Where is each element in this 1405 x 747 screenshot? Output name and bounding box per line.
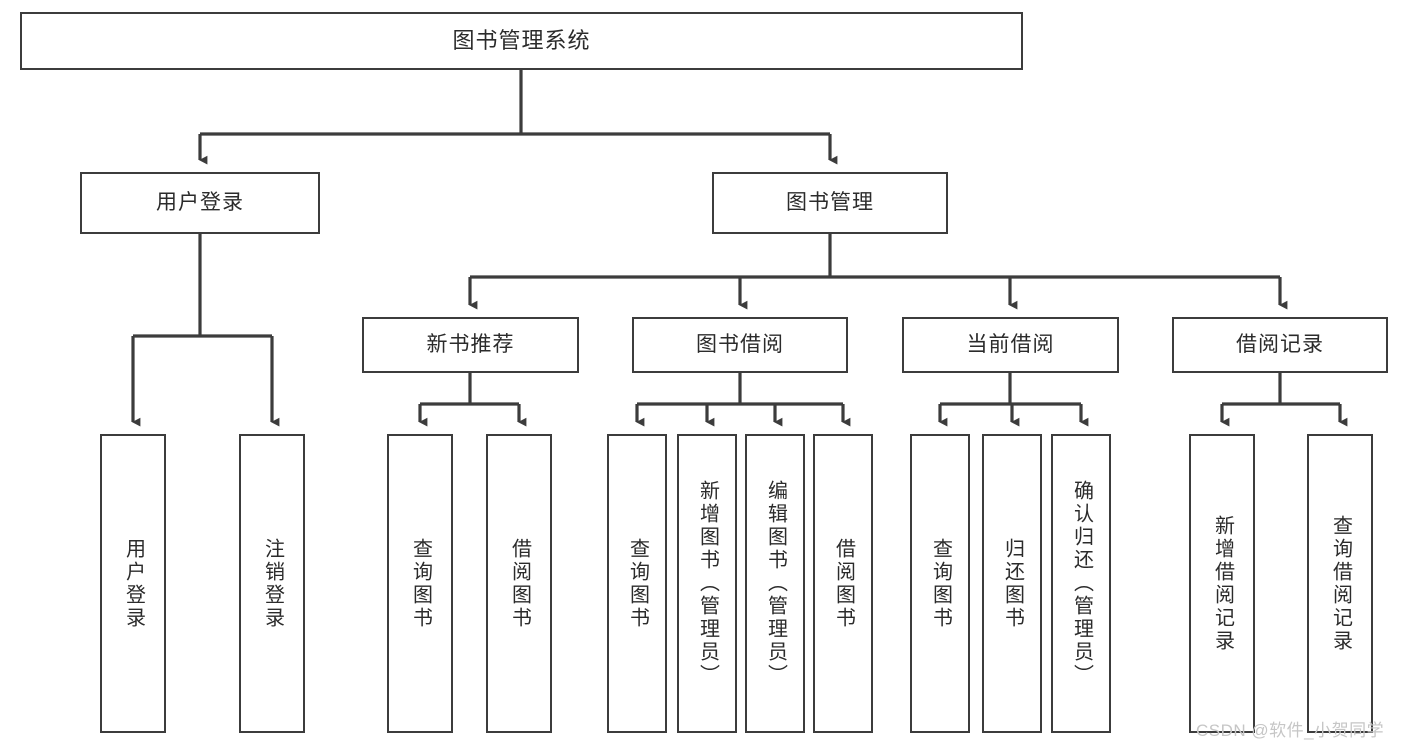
node-leaf-query-book-2[interactable]: 查询图书 — [607, 434, 667, 733]
node-leaf-return-book[interactable]: 归还图书 — [982, 434, 1042, 733]
node-leaf-user-login-label: 用户登录 — [122, 537, 145, 630]
node-new-book-recommend-label: 新书推荐 — [426, 332, 515, 356]
node-user-login[interactable]: 用户登录 — [80, 172, 320, 234]
node-root[interactable]: 图书管理系统 — [20, 12, 1023, 70]
node-leaf-add-book[interactable]: 新增图书（管理员） — [677, 434, 737, 733]
node-book-borrow[interactable]: 图书借阅 — [632, 317, 848, 373]
node-leaf-query-book-2-label: 查询图书 — [626, 537, 649, 630]
node-leaf-edit-book[interactable]: 编辑图书（管理员） — [745, 434, 805, 733]
node-leaf-user-logout[interactable]: 注销登录 — [239, 434, 305, 733]
node-leaf-add-record[interactable]: 新增借阅记录 — [1189, 434, 1255, 733]
node-borrow-record[interactable]: 借阅记录 — [1172, 317, 1388, 373]
node-leaf-add-record-label: 新增借阅记录 — [1211, 514, 1234, 653]
node-leaf-borrow-book-1-label: 借阅图书 — [508, 537, 531, 630]
node-current-borrow-label: 当前借阅 — [966, 332, 1055, 356]
node-leaf-return-book-label: 归还图书 — [1001, 537, 1024, 630]
node-new-book-recommend[interactable]: 新书推荐 — [362, 317, 579, 373]
node-book-borrow-label: 图书借阅 — [696, 332, 784, 356]
node-current-borrow[interactable]: 当前借阅 — [902, 317, 1119, 373]
node-root-label: 图书管理系统 — [452, 28, 591, 54]
node-leaf-borrow-book-1[interactable]: 借阅图书 — [486, 434, 552, 733]
node-leaf-query-book-3-label: 查询图书 — [929, 537, 952, 630]
node-book-manage-label: 图书管理 — [786, 190, 874, 214]
node-leaf-query-record[interactable]: 查询借阅记录 — [1307, 434, 1373, 733]
node-leaf-confirm-return[interactable]: 确认归还（管理员） — [1051, 434, 1111, 733]
node-user-login-label: 用户登录 — [156, 190, 244, 214]
node-leaf-query-record-label: 查询借阅记录 — [1329, 514, 1352, 653]
node-book-manage[interactable]: 图书管理 — [712, 172, 948, 234]
node-leaf-borrow-book-2[interactable]: 借阅图书 — [813, 434, 873, 733]
node-leaf-query-book-3[interactable]: 查询图书 — [910, 434, 970, 733]
node-leaf-add-book-label: 新增图书（管理员） — [696, 480, 719, 687]
node-leaf-edit-book-label: 编辑图书（管理员） — [764, 480, 787, 687]
node-leaf-borrow-book-2-label: 借阅图书 — [832, 537, 855, 630]
node-leaf-user-logout-label: 注销登录 — [261, 537, 284, 630]
node-leaf-confirm-return-label: 确认归还（管理员） — [1070, 480, 1093, 687]
node-leaf-query-book-1[interactable]: 查询图书 — [387, 434, 453, 733]
node-leaf-user-login[interactable]: 用户登录 — [100, 434, 166, 733]
node-borrow-record-label: 借阅记录 — [1236, 332, 1324, 356]
node-leaf-query-book-1-label: 查询图书 — [409, 537, 432, 630]
